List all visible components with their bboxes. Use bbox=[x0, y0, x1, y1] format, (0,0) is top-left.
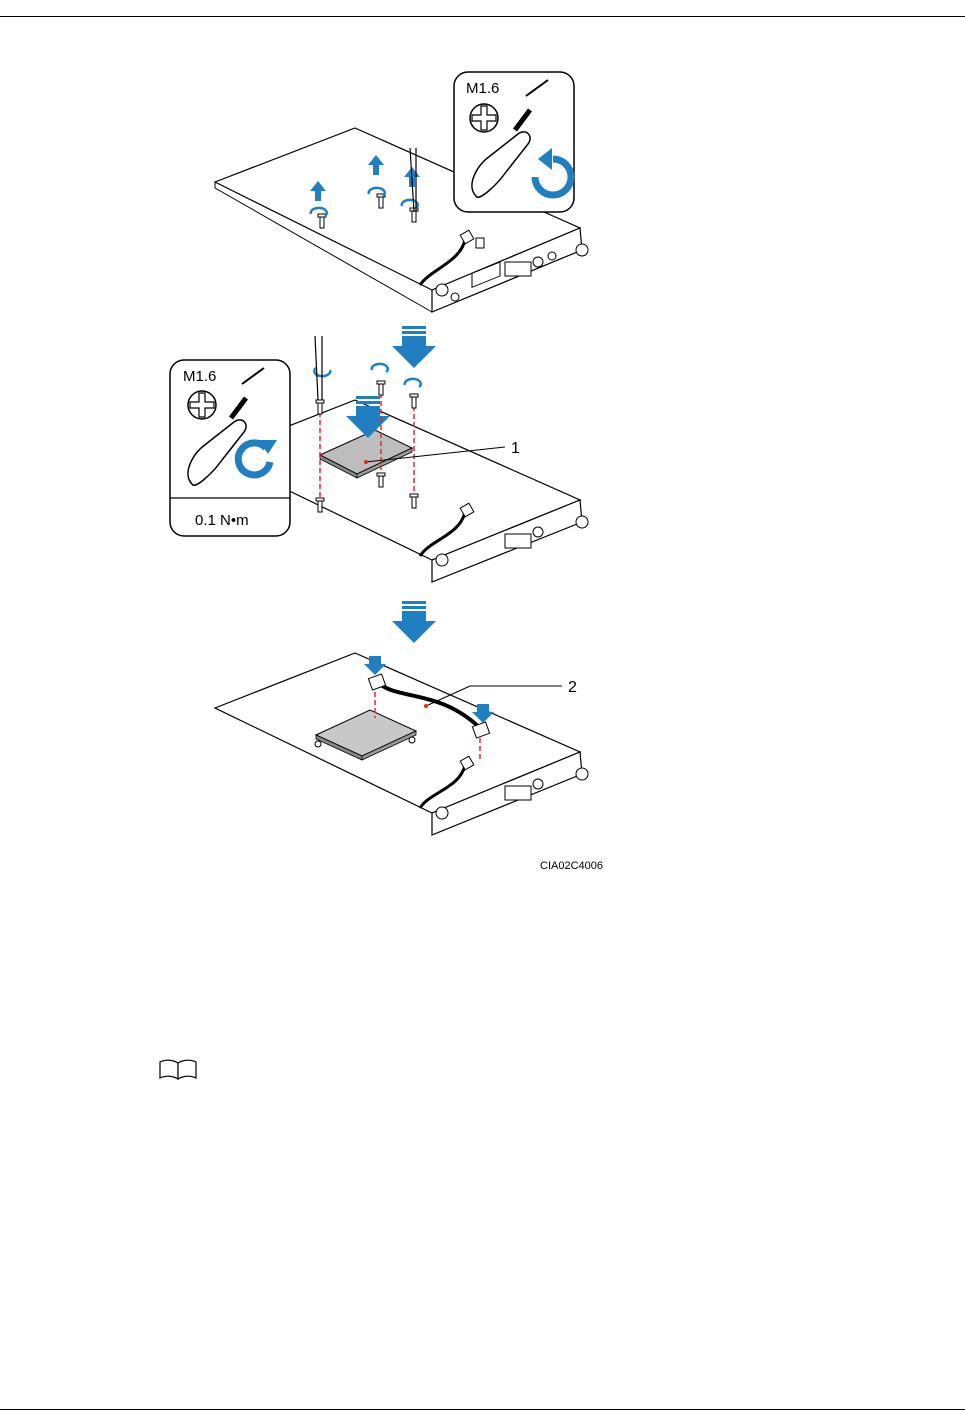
step3-board bbox=[215, 653, 588, 835]
step-arrow-1 bbox=[392, 326, 436, 368]
step2-tool-box: M1.6 0.1 N•m bbox=[170, 360, 290, 536]
phillips-head-icon bbox=[470, 104, 498, 132]
footer-rule bbox=[0, 1409, 965, 1410]
figure-id: CIA02C4006 bbox=[540, 860, 603, 872]
book-icon bbox=[158, 1058, 200, 1082]
step1-screw-size: M1.6 bbox=[466, 80, 499, 97]
torque-value: 0.1 N•m bbox=[195, 512, 249, 529]
step1-tool-box: M1.6 bbox=[454, 72, 574, 212]
step2-screw-size: M1.6 bbox=[183, 368, 216, 385]
callout-label-2: 2 bbox=[568, 679, 577, 696]
step-arrow-2 bbox=[392, 601, 436, 643]
callout-label-1: 1 bbox=[511, 440, 520, 457]
installation-figure: M1.6 bbox=[0, 0, 965, 900]
phillips-head-icon bbox=[188, 391, 216, 419]
